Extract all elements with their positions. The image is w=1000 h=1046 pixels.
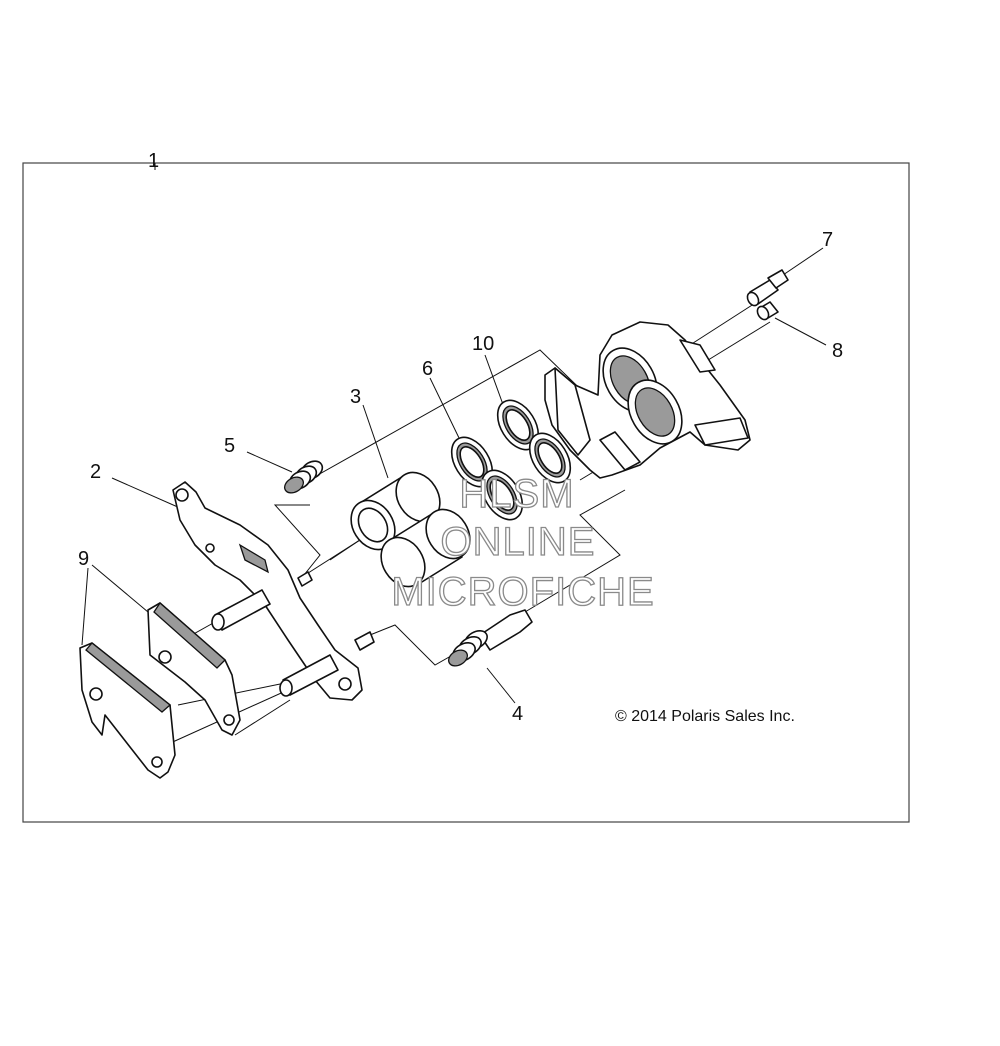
brake-pad-outer (79, 642, 176, 779)
callout-2: 2 (90, 461, 101, 483)
caliper-bracket (172, 481, 375, 701)
callout-6: 6 (422, 358, 433, 380)
callout-3: 3 (350, 386, 361, 408)
slide-pin-with-boot (448, 609, 533, 667)
dust-boot-upper (284, 460, 324, 494)
brake-pad-inner (147, 602, 241, 736)
dust-seal-upper (496, 399, 540, 451)
watermark-line-3: MICROFICHE (391, 570, 654, 614)
assembly-frame (22, 162, 910, 823)
watermark-line-1: HLSM (459, 472, 574, 516)
callout-5: 5 (224, 435, 235, 457)
callout-1: 1 (148, 150, 159, 172)
watermark: HLSM ONLINE MICROFICHE (391, 471, 655, 614)
dust-seal-lower (528, 432, 572, 484)
callout-10: 10 (472, 333, 494, 355)
callout-4: 4 (512, 703, 523, 725)
piston-seal-lower (480, 469, 524, 521)
caliper-body (544, 321, 751, 479)
watermark-line-2: ONLINE (441, 520, 596, 564)
callout-9: 9 (78, 548, 89, 570)
copyright-notice: © 2014 Polaris Sales Inc. (615, 708, 795, 725)
piston-lower (380, 508, 471, 588)
callout-8: 8 (832, 340, 843, 362)
bleeder-screw (746, 269, 789, 307)
callout-7: 7 (822, 229, 833, 251)
bleeder-cap (756, 301, 779, 321)
